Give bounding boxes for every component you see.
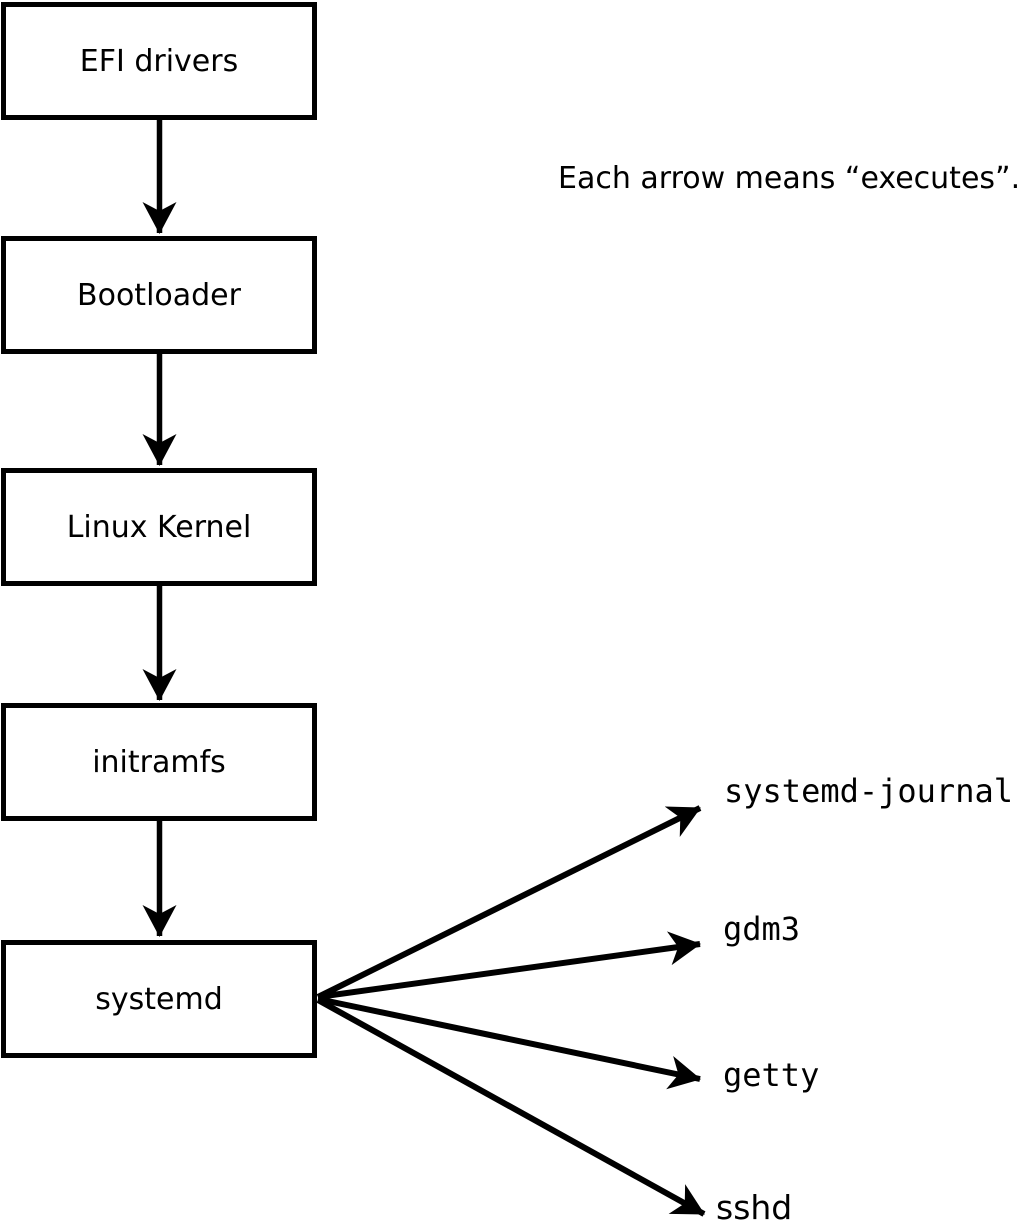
arrow-meaning-note: Each arrow means “executes”.	[558, 161, 1021, 196]
box-systemd: systemd	[1, 940, 317, 1058]
box-linux-kernel: Linux Kernel	[1, 468, 317, 586]
box-initramfs-label: initramfs	[92, 744, 226, 780]
box-bootloader: Bootloader	[1, 236, 317, 354]
box-efi-drivers-label: EFI drivers	[79, 43, 239, 79]
box-bootloader-label: Bootloader	[77, 277, 241, 313]
process-label-sshd: sshd	[716, 1188, 793, 1227]
arrow-systemd-to-journal	[316, 805, 702, 1000]
process-label-gdm3: gdm3	[723, 910, 801, 948]
process-label-systemd-journal: systemd-journal	[724, 772, 1013, 810]
box-efi-drivers: EFI drivers	[1, 2, 317, 120]
box-linux-kernel-label: Linux Kernel	[66, 509, 252, 545]
box-systemd-label: systemd	[95, 981, 223, 1017]
arrow-systemd-to-gdm3	[317, 931, 701, 1000]
process-label-getty: getty	[723, 1056, 820, 1094]
arrow-systemd-to-sshd	[316, 997, 706, 1217]
arrow-systemd-to-getty	[317, 996, 701, 1090]
box-initramfs: initramfs	[1, 703, 317, 821]
